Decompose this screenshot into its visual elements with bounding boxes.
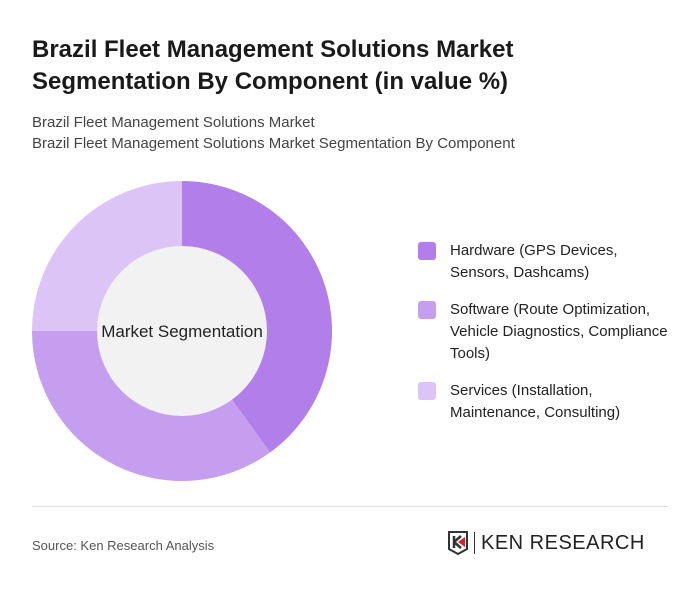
logo-text: KEN RESEARCH <box>481 531 645 554</box>
subtitle-1: Brazil Fleet Management Solutions Market <box>32 114 315 131</box>
donut-chart: Market Segmentation <box>32 181 332 481</box>
subtitle-2: Brazil Fleet Management Solutions Market… <box>32 135 515 152</box>
legend-swatch <box>418 382 436 400</box>
legend-swatch <box>418 242 436 260</box>
legend-item: Hardware (GPS Devices, Sensors, Dashcams… <box>418 240 680 284</box>
legend-swatch <box>418 301 436 319</box>
legend-label: Services (Installation, Maintenance, Con… <box>450 382 621 421</box>
source-note: Source: Ken Research Analysis <box>32 538 215 553</box>
divider <box>32 506 668 507</box>
logo-shield-icon <box>448 531 468 556</box>
ken-research-logo: KEN RESEARCH <box>447 530 645 556</box>
center-label: Market Segmentation <box>101 322 263 341</box>
donut-hole <box>97 246 267 416</box>
legend-item: Software (Route Optimization, Vehicle Di… <box>418 299 680 365</box>
legend: Hardware (GPS Devices, Sensors, Dashcams… <box>418 240 680 439</box>
legend-label: Hardware (GPS Devices, Sensors, Dashcams… <box>450 242 618 281</box>
legend-item: Services (Installation, Maintenance, Con… <box>418 380 680 424</box>
chart-title: Brazil Fleet Management Solutions Market… <box>32 36 514 95</box>
legend-label: Software (Route Optimization, Vehicle Di… <box>450 301 668 362</box>
